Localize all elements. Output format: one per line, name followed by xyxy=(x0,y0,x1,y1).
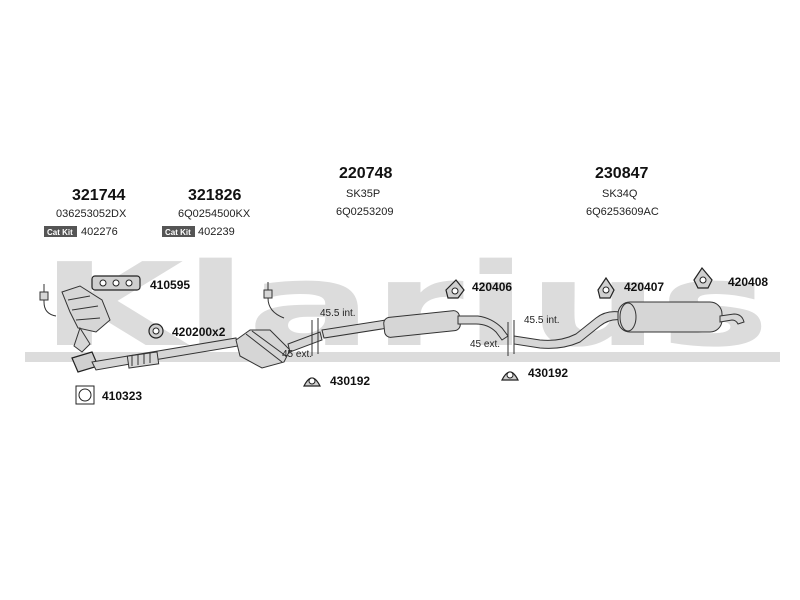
lambda-sensor-1 xyxy=(39,284,57,317)
hanger-420407-icon xyxy=(597,276,615,299)
fitting-430192-a: 430192 xyxy=(330,374,370,388)
centre-silencer-220748 xyxy=(321,310,509,341)
cat-kit-label-1: Cat Kit xyxy=(47,228,73,237)
cat-kit-label-2: Cat Kit xyxy=(165,228,191,237)
part-number-321826: 321826 xyxy=(188,187,241,204)
clamp-420200-icon xyxy=(148,323,164,339)
fitting-410595: 410595 xyxy=(150,278,190,292)
fitting-420407: 420407 xyxy=(624,280,664,294)
part-number-321744: 321744 xyxy=(72,187,125,204)
dimension-int-2: 45.5 int. xyxy=(524,315,560,326)
joint-mark-1 xyxy=(311,318,319,356)
hanger-420408-icon xyxy=(693,266,713,289)
part-number-220748: 220748 xyxy=(339,165,392,182)
oe-ref-230847: 6Q6253609AC xyxy=(586,206,659,218)
cat-kit-badge-2 xyxy=(162,226,195,237)
fitting-410323: 410323 xyxy=(102,389,142,403)
gasket-410323-icon xyxy=(75,385,95,405)
fitting-420406: 420406 xyxy=(472,280,512,294)
front-pipe-321826 xyxy=(91,337,239,371)
dimension-ext-1: 45 ext. xyxy=(282,349,312,360)
dimension-int-1: 45.5 int. xyxy=(320,308,356,319)
fitting-420200x2: 420200x2 xyxy=(172,325,226,339)
code-220748: SK35P xyxy=(346,188,380,200)
manifold-321744 xyxy=(61,285,111,353)
lambda-sensor-2 xyxy=(263,282,285,319)
cat-kit-badge-1 xyxy=(44,226,77,237)
watermark-underline xyxy=(25,352,780,362)
dimension-ext-2: 45 ext. xyxy=(470,339,500,350)
catalyst-body xyxy=(235,329,323,369)
fitting-420408: 420408 xyxy=(728,275,768,289)
rear-silencer-body xyxy=(617,301,745,333)
code-230847: SK34Q xyxy=(602,188,638,200)
oe-ref-220748: 6Q0253209 xyxy=(336,206,394,218)
hanger-420406-icon xyxy=(445,279,465,299)
part-number-230847: 230847 xyxy=(595,165,648,182)
oe-ref-321744: 036253052DX xyxy=(56,208,127,220)
cat-kit-number-1: 402276 xyxy=(81,226,118,238)
oe-ref-321826: 6Q0254500KX xyxy=(178,208,251,220)
hanger-430192-icon-b xyxy=(501,371,519,381)
fitting-430192-b: 430192 xyxy=(528,366,568,380)
cat-kit-number-2: 402239 xyxy=(198,226,235,238)
hanger-430192-icon-a xyxy=(303,377,321,387)
gasket-410595-icon xyxy=(91,275,141,291)
